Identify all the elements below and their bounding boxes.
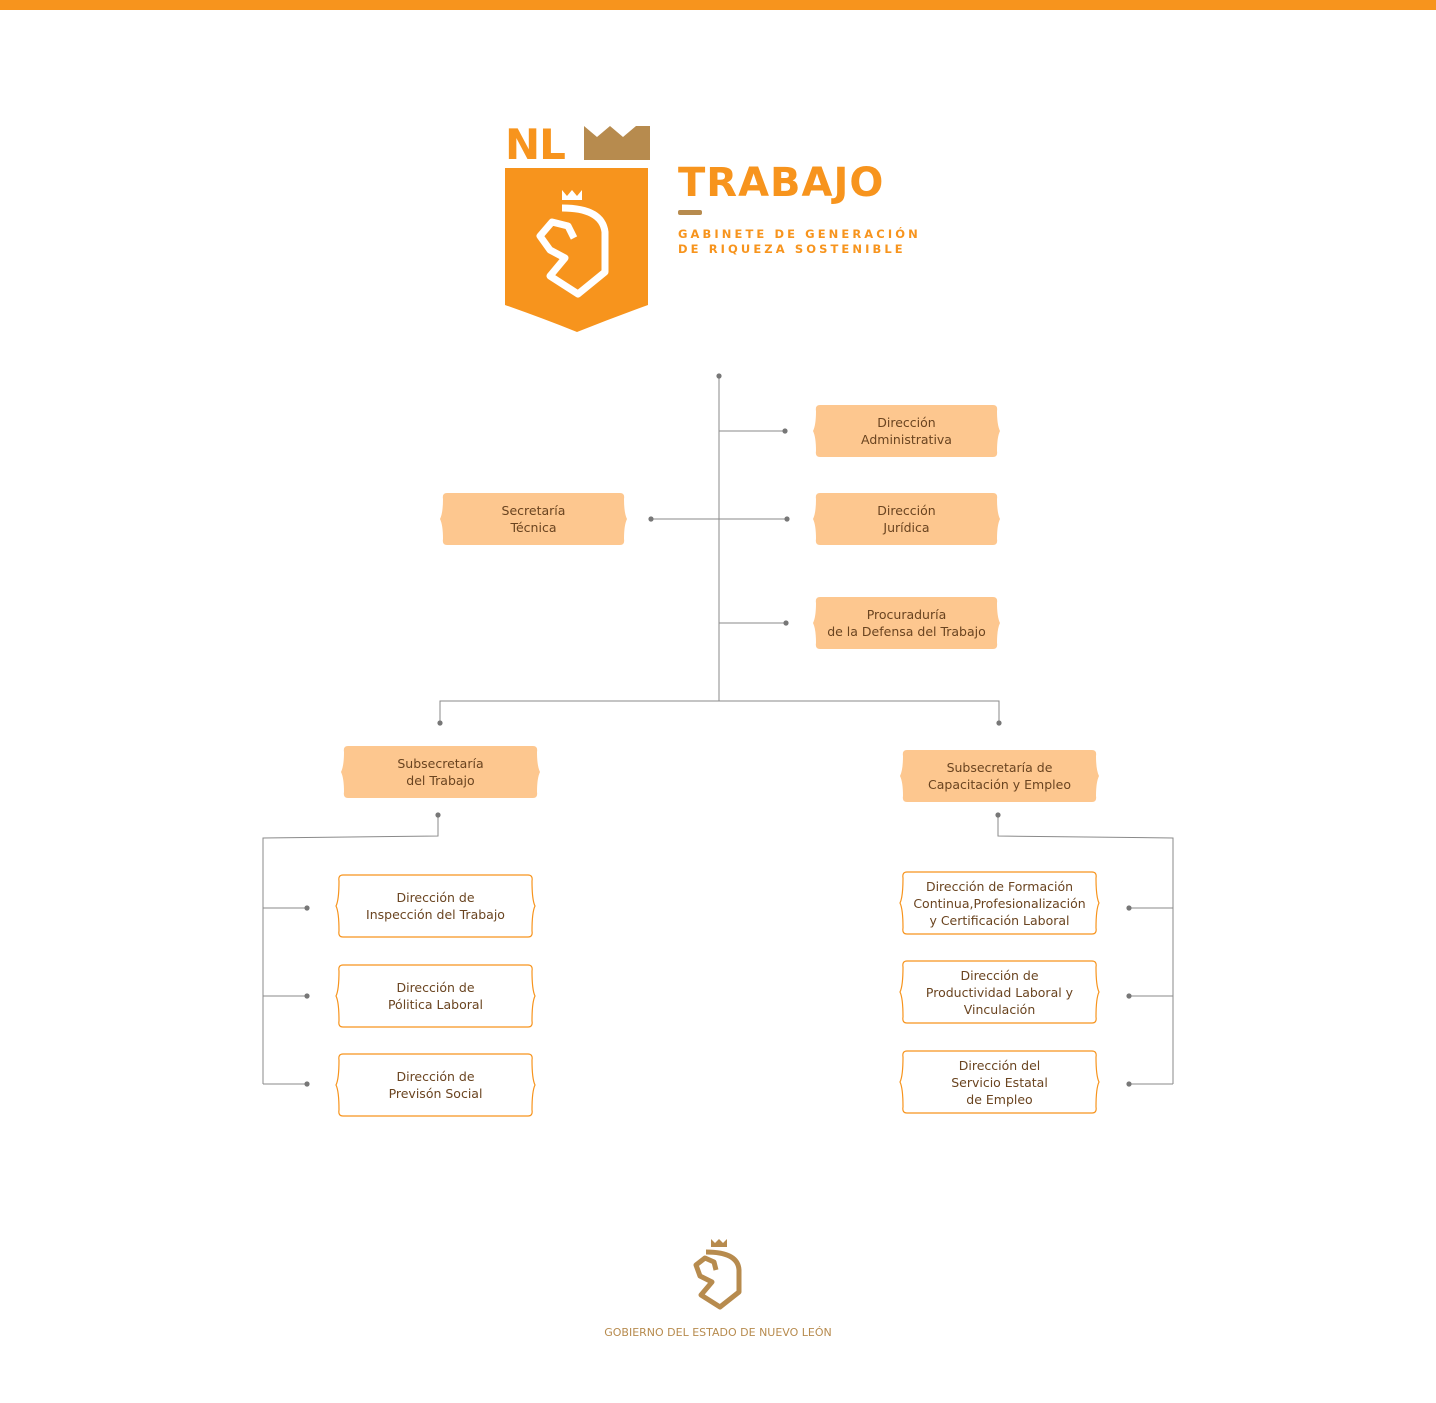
node-box-secretaria-tecnica: [440, 493, 627, 545]
node-box-subsecretaria-capacitacion: [900, 750, 1099, 802]
node-box-subsecretaria-trabajo: [341, 746, 540, 798]
footer-text: GOBIERNO DEL ESTADO DE NUEVO LEÓN: [604, 1326, 832, 1339]
connector-dot: [435, 812, 441, 818]
node-box-direccion-politica: [335, 964, 536, 1028]
node-direccion-formacion: Dirección de Formación Continua,Profesio…: [913, 878, 1086, 928]
node-direccion-juridica: Dirección Jurídica: [877, 503, 936, 535]
connector-dot: [437, 720, 443, 726]
logo-nl-text: NL: [505, 120, 566, 169]
right-spine: [997, 815, 1174, 1084]
top-accent-bar: [0, 0, 1436, 10]
connector-dot: [782, 428, 788, 434]
node-direccion-inspeccion: Dirección de Inspección del Trabajo: [366, 890, 505, 922]
connector-dot: [304, 993, 310, 999]
node-secretaria-tecnica: Secretaría Técnica: [501, 503, 566, 535]
node-direccion-productividad: Dirección de Productividad Laboral y Vin…: [925, 967, 1074, 1017]
branch-subsecretarias: [439, 700, 1000, 723]
connector-dots: [304, 373, 1132, 1087]
connector-lines: [262, 376, 1174, 1085]
connector-dot: [1126, 905, 1132, 911]
node-procuraduria: Procuraduría de la Defensa del Trabajo: [827, 607, 986, 639]
logo-subtitle-line1: GABINETE DE GENERACIÓN: [678, 227, 921, 241]
node-boxes: [335, 405, 1100, 1117]
connector-dot: [996, 720, 1002, 726]
connector-dot: [1126, 1081, 1132, 1087]
node-box-direccion-inspeccion: [335, 874, 536, 938]
node-box-direccion-servicio-empleo: [899, 1050, 1100, 1114]
footer-emblem-icon: [693, 1239, 742, 1310]
logo-subtitle: GABINETE DE GENERACIÓN DE RIQUEZA SOSTEN…: [678, 227, 921, 257]
connector-dot: [304, 1081, 310, 1087]
left-spine: [262, 815, 439, 1084]
node-subsecretaria-capacitacion: Subsecretaría de Capacitación y Empleo: [928, 760, 1071, 792]
node-direccion-servicio-empleo: Dirección del Servicio Estatal de Empleo: [951, 1057, 1048, 1107]
logo-divider: [678, 210, 702, 215]
connector-dot: [304, 905, 310, 911]
node-subsecretaria-trabajo: Subsecretaría del Trabajo: [397, 756, 484, 788]
connector-dot: [1126, 993, 1132, 999]
connector-dot: [783, 620, 789, 626]
node-direccion-politica: Dirección de Pólitica Laboral: [387, 980, 484, 1012]
connector-dot: [995, 812, 1001, 818]
node-box-direccion-juridica: [813, 493, 1000, 545]
node-box-direccion-formacion: [899, 871, 1100, 935]
logo-subtitle-line2: DE RIQUEZA SOSTENIBLE: [678, 242, 906, 256]
node-direccion-administrativa: Dirección Administrativa: [861, 415, 952, 447]
logo-crown-icon: [584, 126, 650, 160]
connector-dot: [648, 516, 654, 522]
connector-dot: [784, 516, 790, 522]
node-box-procuraduria: [813, 597, 1000, 649]
logo-shield-icon: [505, 168, 648, 332]
logo-title: TRABAJO: [678, 160, 885, 206]
node-box-direccion-administrativa: [813, 405, 1000, 457]
connector-dot: [716, 373, 722, 379]
node-box-direccion-productividad: [899, 960, 1100, 1024]
node-direccion-prevision: Dirección de Previsón Social: [388, 1069, 483, 1101]
node-box-direccion-prevision: [335, 1053, 536, 1117]
